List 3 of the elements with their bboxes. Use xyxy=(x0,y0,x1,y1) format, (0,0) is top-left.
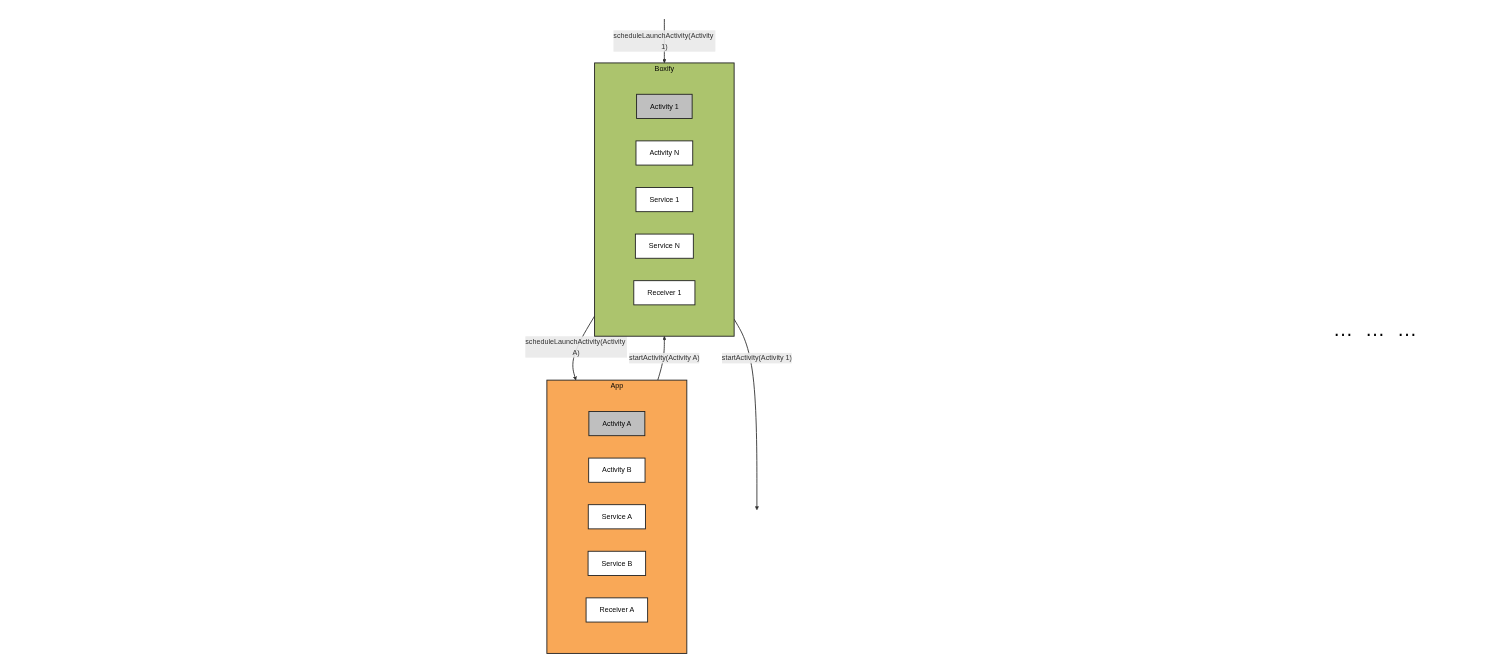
ellipsis-text: … xyxy=(1397,318,1417,341)
ellipsis-text: … xyxy=(1333,318,1353,341)
ellipsis-text: … xyxy=(1365,318,1385,341)
